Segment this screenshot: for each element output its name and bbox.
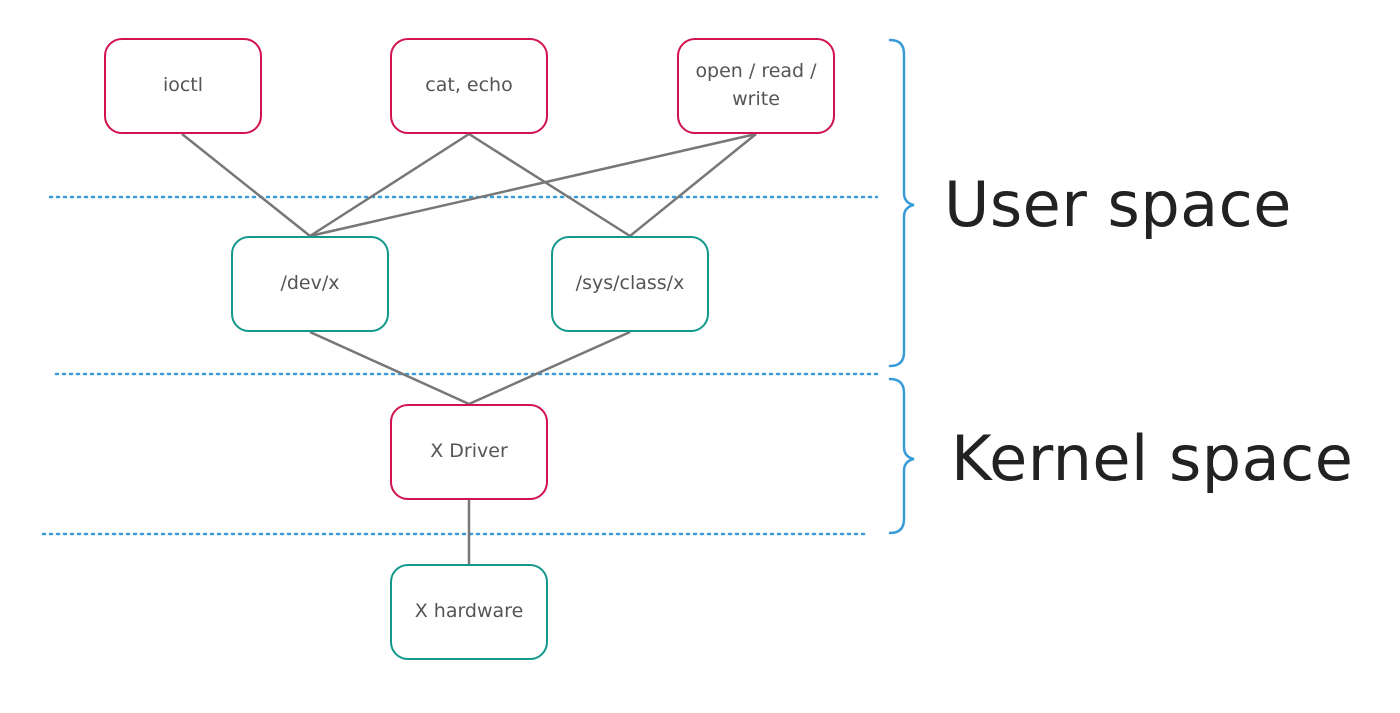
node-x-driver: X Driver (390, 404, 548, 500)
edge-catecho-devx (309, 132, 470, 238)
node-sys-class-x: /sys/class/x (551, 236, 709, 332)
edge-catecho-sysclass (468, 132, 631, 238)
node-ioctl: ioctl (104, 38, 262, 134)
node-dev-x-label: /dev/x (280, 272, 340, 295)
node-open-read-write: open / read / write (677, 38, 835, 134)
edge-ioctl-devx (181, 133, 311, 237)
node-x-hardware-label: X hardware (414, 600, 524, 623)
label-user-space: User space (944, 168, 1292, 241)
brace-kernel-space (888, 377, 915, 535)
node-x-driver-label: X Driver (430, 440, 508, 463)
label-kernel-space: Kernel space (951, 422, 1354, 495)
brace-user-space (888, 38, 915, 368)
node-ioctl-label: ioctl (162, 74, 204, 97)
node-cat-echo: cat, echo (390, 38, 548, 134)
node-dev-x: /dev/x (231, 236, 389, 332)
node-open-read-write-label: open / read / write (695, 60, 817, 110)
node-x-hardware: X hardware (390, 564, 548, 660)
edge-openreadwrite-sysclass (629, 133, 757, 237)
node-sys-class-x-label: /sys/class/x (575, 272, 685, 295)
edge-sysclass-driver (468, 330, 631, 406)
edge-devx-driver (309, 330, 470, 406)
node-cat-echo-label: cat, echo (425, 74, 513, 97)
edge-openreadwrite-devx (309, 132, 757, 238)
